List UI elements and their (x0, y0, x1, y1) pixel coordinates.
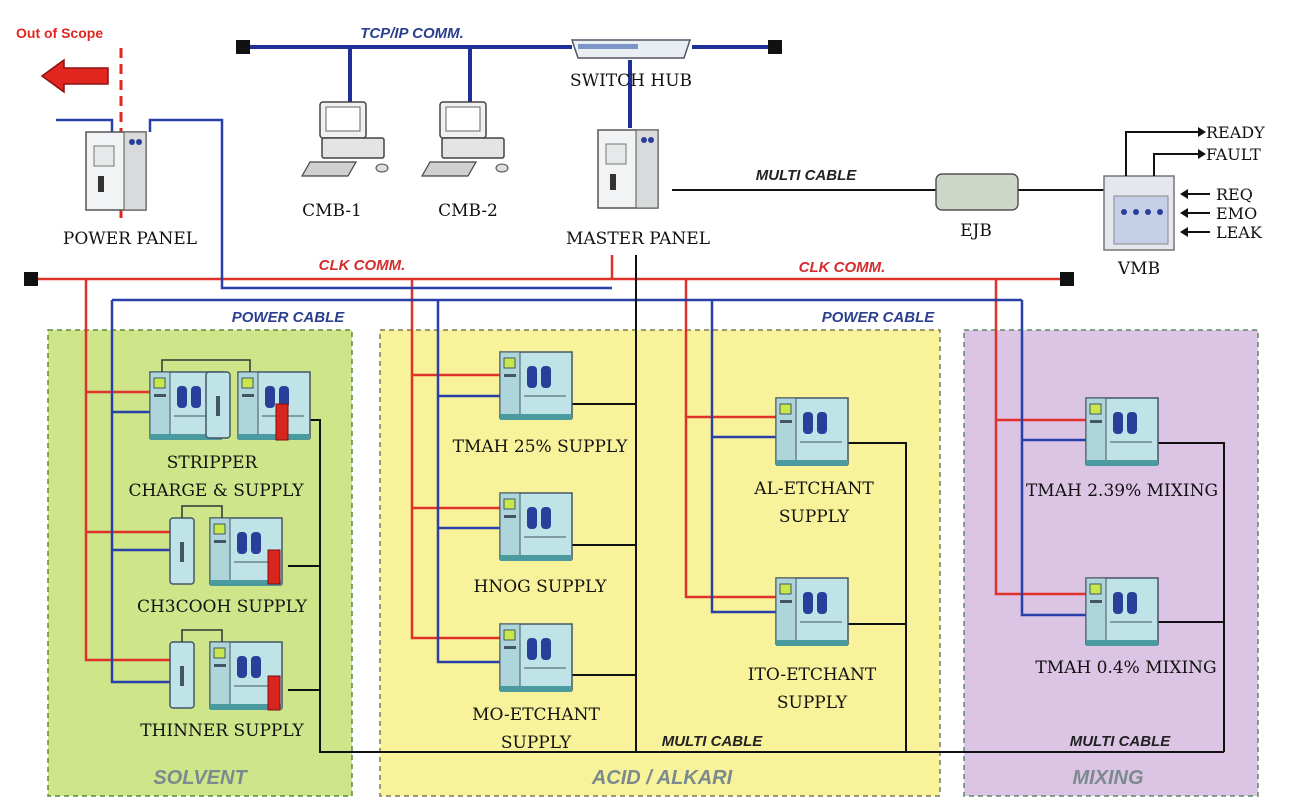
power-cable-label-right: POWER CABLE (822, 309, 935, 326)
cmb-1-label: CMB-1 (302, 201, 362, 221)
tcp-bus (236, 40, 782, 128)
ejb-label: EJB (960, 221, 992, 241)
vmb-signal-ready: READY (1206, 123, 1265, 142)
unit-label: SUPPLY (501, 733, 572, 753)
ejb-box: EJB (935, 173, 1019, 241)
unit-thinner: THINNER SUPPLY (140, 629, 305, 741)
unit-itoetch: ITO-ETCHANT SUPPLY (748, 577, 877, 713)
arrow-left-icon (1180, 208, 1188, 218)
cmb-2-label: CMB-2 (438, 201, 498, 221)
arrow-left-icon (1180, 227, 1188, 237)
zone-label-mixing: MIXING (1072, 767, 1143, 789)
vmb-signal-emo: EMO (1216, 204, 1257, 223)
unit-label: TMAH 2.39% MIXING (1026, 481, 1218, 501)
cmb-2: CMB-2 (421, 101, 509, 221)
power-panel-label: POWER PANEL (63, 229, 197, 249)
clk-bus (24, 255, 1086, 662)
unit-label: TMAH 0.4% MIXING (1035, 658, 1216, 678)
power-panel: POWER PANEL (63, 131, 197, 249)
vmb-signal-fault: FAULT (1206, 145, 1261, 164)
unit-label: SUPPLY (779, 507, 850, 527)
unit-stripper: STRIPPER CHARGE & SUPPLY (128, 359, 311, 501)
clk-label-left: CLK COMM. (319, 257, 406, 274)
unit-label: MO-ETCHANT (472, 705, 600, 725)
switch-hub-label: SWITCH HUB (570, 71, 692, 91)
clk-label-right: CLK COMM. (799, 259, 886, 276)
left-arrow-icon (40, 58, 109, 94)
vmb-signal-req: REQ (1216, 185, 1253, 204)
unit-label: HNOG SUPPLY (474, 577, 608, 597)
zone-label-acid: ACID / ALKARI (591, 767, 733, 789)
unit-hnog: HNOG SUPPLY (474, 492, 608, 597)
tcp-label: TCP/IP COMM. (360, 25, 464, 42)
master-panel-label: MASTER PANEL (566, 229, 710, 249)
unit-label: SUPPLY (777, 693, 848, 713)
arrow-right-icon (1198, 149, 1206, 159)
multi-cable-mixing-label: MULTI CABLE (1070, 733, 1172, 750)
master-panel: MASTER PANEL (566, 129, 710, 249)
power-cable-label-left: POWER CABLE (232, 309, 345, 326)
unit-label: TMAH 25% SUPPLY (453, 437, 628, 457)
unit-tmah25: TMAH 25% SUPPLY (453, 351, 628, 457)
zone-acid (379, 329, 941, 797)
vmb-box: VMB READY FAULT REQ EMO LEAK (1103, 123, 1265, 279)
unit-moetch: MO-ETCHANT SUPPLY (472, 623, 601, 753)
unit-label: STRIPPER (167, 453, 259, 473)
out-of-scope-label: Out of Scope (16, 25, 103, 41)
multi-cable-acid-label: MULTI CABLE (662, 733, 764, 750)
switch-hub: SWITCH HUB (570, 39, 692, 91)
unit-label: CHARGE & SUPPLY (128, 481, 304, 501)
unit-tmah239: TMAH 2.39% MIXING (1026, 397, 1218, 501)
zone-label-solvent: SOLVENT (153, 767, 248, 789)
unit-ch3cooh: CH3COOH SUPPLY (137, 505, 308, 617)
unit-tmah04: TMAH 0.4% MIXING (1035, 577, 1217, 678)
unit-label: CH3COOH SUPPLY (137, 597, 308, 617)
arrow-left-icon (1180, 189, 1188, 199)
vmb-signal-leak: LEAK (1216, 223, 1263, 242)
unit-label: ITO-ETCHANT (748, 665, 877, 685)
multi-cable-top-label: MULTI CABLE (756, 167, 858, 184)
arrow-right-icon (1198, 127, 1206, 137)
unit-aletch: AL-ETCHANT SUPPLY (753, 397, 874, 527)
unit-label: AL-ETCHANT (753, 479, 874, 499)
power-cable (56, 118, 1086, 684)
unit-label: THINNER SUPPLY (140, 721, 304, 741)
cmb-1: CMB-1 (301, 101, 389, 221)
vmb-label: VMB (1117, 259, 1160, 279)
multi-cable (288, 189, 1225, 753)
